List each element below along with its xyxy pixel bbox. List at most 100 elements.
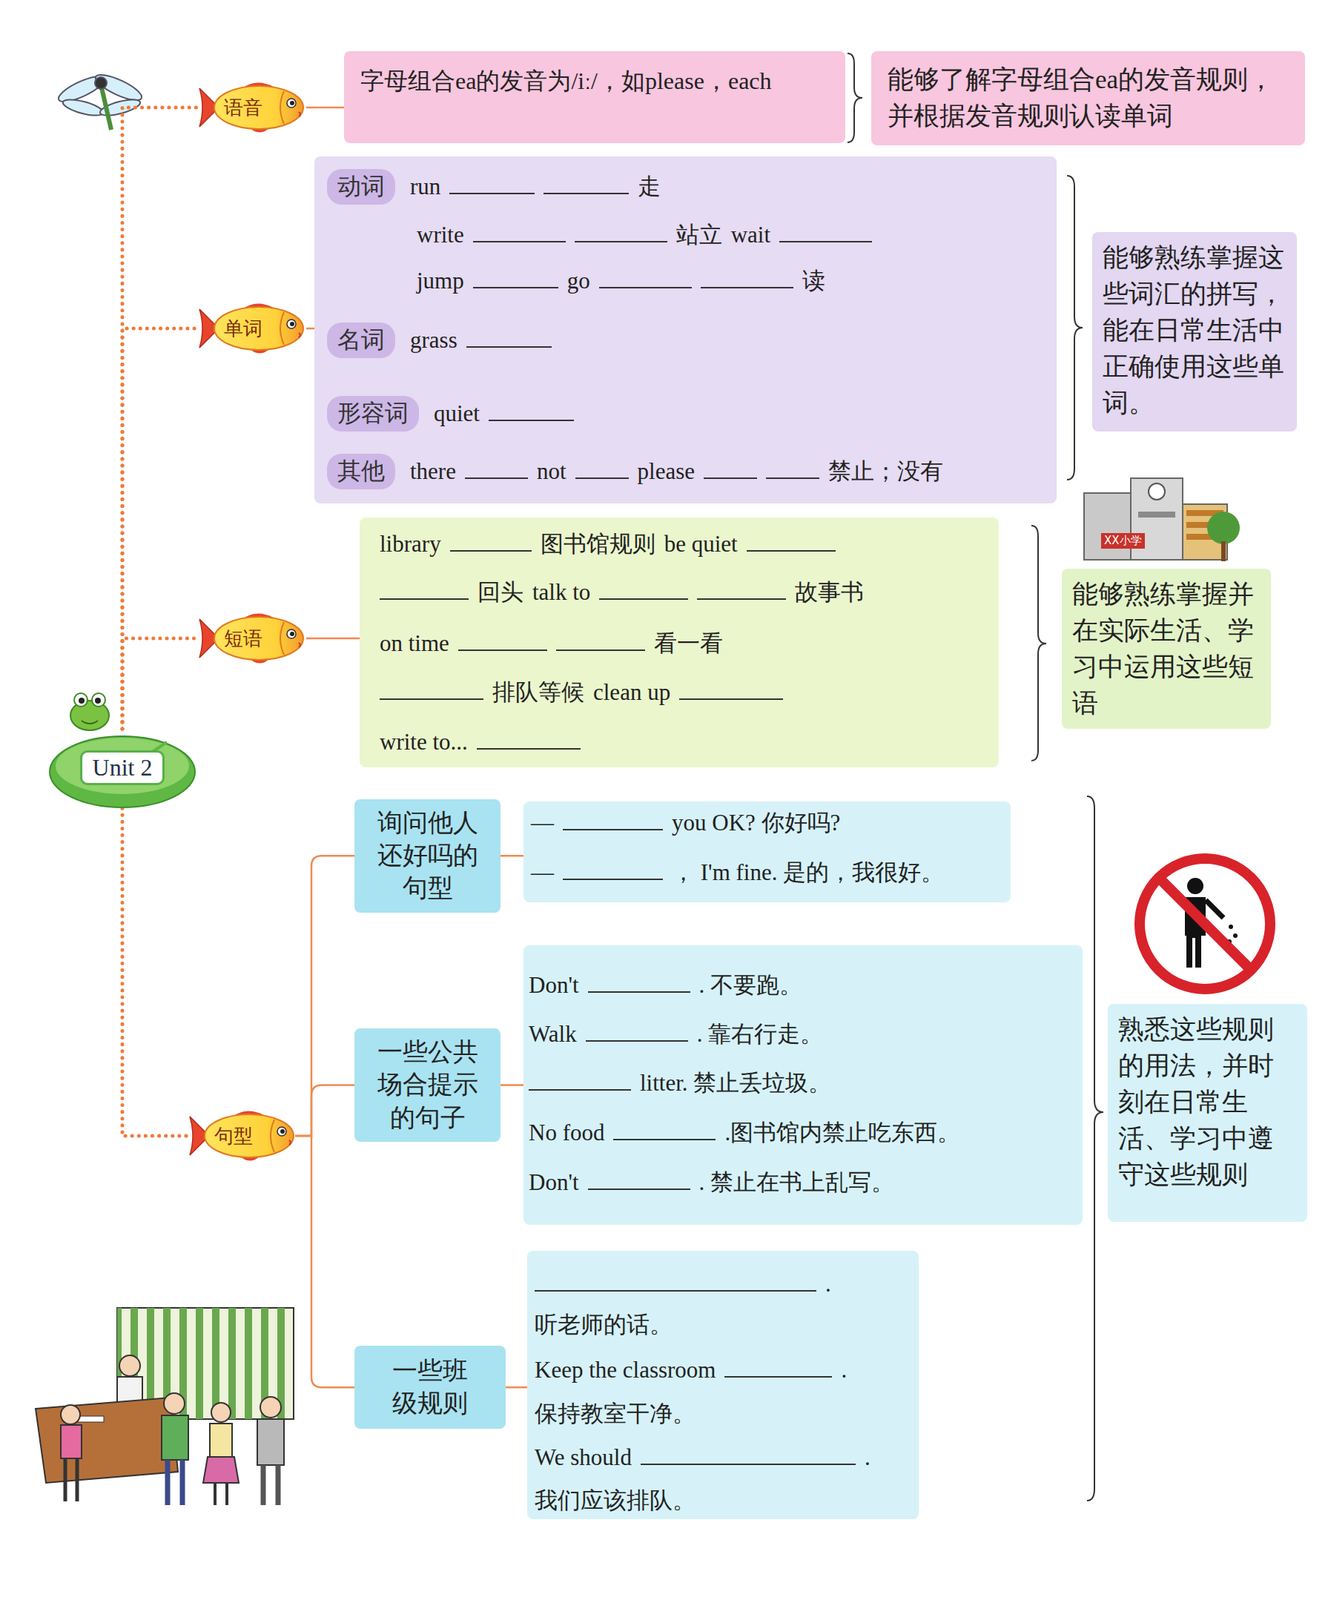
content-row: Don't. 不要跑。 xyxy=(524,969,807,1002)
fish-label: 单词 xyxy=(196,298,290,359)
text-box: 能够了解字母组合ea的发音规则，并根据发音规则认读单词 xyxy=(871,51,1306,146)
no-littering-sign xyxy=(1139,858,1271,990)
node-text: 一些班级规则 xyxy=(384,1354,477,1420)
head xyxy=(94,77,107,89)
unit-label: Unit 2 xyxy=(48,725,197,809)
node-text: 听老师的话。 xyxy=(534,1309,673,1341)
answer-blank xyxy=(724,1356,832,1378)
branch-line xyxy=(306,106,345,109)
frog-eye xyxy=(74,693,88,707)
answer-blank xyxy=(562,859,663,881)
answer-blank xyxy=(379,579,469,600)
brace xyxy=(847,53,863,143)
node-text: 字母组合ea的发音为/iː/，如please，each xyxy=(360,63,829,101)
mouth xyxy=(81,720,98,724)
node-text: 读 xyxy=(802,265,826,297)
answer-blank xyxy=(599,579,689,600)
node-text: . 禁止在书上乱写。 xyxy=(699,1167,895,1199)
brace xyxy=(1087,796,1104,1501)
fish-node: 语音 xyxy=(196,77,308,138)
node-text: 走 xyxy=(637,171,661,203)
branch-line xyxy=(499,1084,524,1087)
content-row: . xyxy=(530,1270,836,1298)
content-row: library图书馆规则be quiet xyxy=(375,528,841,560)
content-box: library图书馆规则be quiet 回头 talk to 故事书 on time看… xyxy=(359,517,999,768)
answer-blank xyxy=(613,1119,716,1141)
library-scene xyxy=(35,1307,294,1506)
branch-line xyxy=(295,855,355,1136)
fish-node: 短语 xyxy=(196,608,308,669)
child-legs xyxy=(65,1458,78,1502)
litter xyxy=(1228,924,1234,930)
content-box: 动词run走write站立waitjumpgo读名词grass形容词quiet其… xyxy=(314,156,1057,504)
content-row: write站立wait xyxy=(412,219,877,251)
unit-node: Unit 2 xyxy=(48,712,197,809)
text-box: 字母组合ea的发音为/iː/，如please，each xyxy=(344,51,846,144)
answer-blank xyxy=(528,1069,632,1091)
content-row: 名词grass xyxy=(322,322,557,359)
node-text: 语音 xyxy=(223,94,263,121)
body xyxy=(101,87,112,130)
node-text: go xyxy=(567,267,591,295)
dotted-branch xyxy=(122,638,200,729)
fish-node: 句型 xyxy=(186,1106,299,1166)
answer-blank xyxy=(473,267,559,289)
brace xyxy=(1066,175,1083,480)
man-head xyxy=(163,1393,185,1415)
building-wing xyxy=(1084,493,1136,560)
fish-label: 语音 xyxy=(196,77,290,138)
word-class-pill: 名词 xyxy=(326,322,396,359)
node-text: . xyxy=(840,1356,847,1384)
man-legs xyxy=(167,1459,183,1506)
node-text: . xyxy=(864,1444,871,1472)
pupil xyxy=(78,697,85,704)
frog xyxy=(70,693,109,731)
node-text: talk to xyxy=(532,579,591,606)
tree xyxy=(1207,511,1240,545)
answer-blank xyxy=(587,972,691,993)
old-man-body xyxy=(257,1419,284,1466)
answer-blank xyxy=(696,579,786,600)
woman-head xyxy=(211,1402,231,1423)
answer-blank xyxy=(587,1169,691,1191)
tree-trunk xyxy=(1221,541,1226,562)
content-row: 回头 talk to 故事书 xyxy=(375,576,869,609)
node-text: 形容词 xyxy=(337,399,409,427)
answer-blank xyxy=(679,679,784,700)
answer-blank xyxy=(458,630,548,652)
node-text: write xyxy=(416,221,465,249)
woman-skirt xyxy=(203,1457,239,1483)
answer-blank xyxy=(450,530,532,552)
dotted-branch xyxy=(122,107,200,729)
node-text: 其他 xyxy=(337,457,385,485)
content-row: Keep the classroom. xyxy=(530,1356,852,1384)
frog-eye xyxy=(91,693,106,707)
school-building-icon xyxy=(1084,478,1240,562)
answer-blank xyxy=(640,1444,856,1466)
node-text: 站立 xyxy=(676,219,723,251)
content-row: 保持教室干净。 xyxy=(530,1398,700,1430)
child-head xyxy=(60,1405,81,1425)
content-row: 听老师的话。 xyxy=(530,1309,677,1341)
node-text: 故事书 xyxy=(794,576,864,609)
content-box: Don't. 不要跑。Walk. 靠右行走。litter. 禁止丢垃圾。No f… xyxy=(523,945,1083,1225)
branch-line xyxy=(306,327,315,330)
node-text: 回头 xyxy=(477,576,524,609)
text-box: 能够熟练掌握这些词汇的拼写，能在日常生活中正确使用这些单词。 xyxy=(1092,232,1297,432)
answer-blank xyxy=(765,458,820,479)
content-box: .听老师的话。Keep the classroom.保持教室干净。We shou… xyxy=(527,1250,919,1520)
content-row: 动词run走 xyxy=(322,169,666,205)
node-text: 保持教室干净。 xyxy=(534,1398,696,1430)
answer-blank xyxy=(746,530,836,552)
woman-legs xyxy=(215,1482,227,1506)
word-class-pill: 形容词 xyxy=(326,395,419,432)
wing xyxy=(61,96,105,119)
content-row: on time看一看 xyxy=(375,628,728,660)
node-text: there xyxy=(410,458,457,485)
content-row: No food.图书馆内禁止吃东西。 xyxy=(524,1117,965,1149)
node-text: run xyxy=(410,173,441,201)
old-man-legs xyxy=(263,1465,279,1506)
node-text: 名词 xyxy=(337,326,385,353)
node-text: be quiet xyxy=(664,530,738,558)
